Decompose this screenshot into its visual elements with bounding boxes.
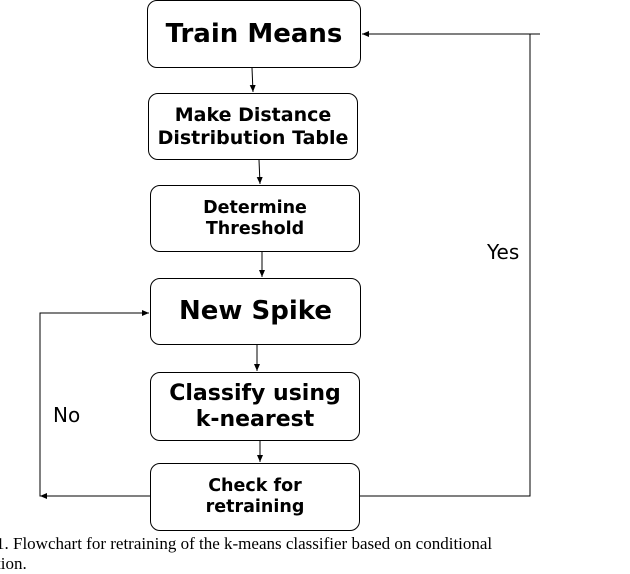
- caption-line-2: tion.: [0, 554, 27, 573]
- arrow-train-to-table: [249, 67, 256, 93]
- node-determine-threshold: Determine Threshold: [150, 185, 360, 252]
- node-classify-k-nearest: Classify using k-nearest: [150, 372, 360, 441]
- node-make-distance-table: Make Distance Distribution Table: [148, 93, 358, 160]
- node-new-spike: New Spike: [150, 278, 361, 345]
- caption-line-1: 1. Flowchart for retraining of the k-mea…: [0, 534, 493, 553]
- node-check-retraining: Check for retraining: [150, 463, 360, 531]
- yes-loop-line: [360, 33, 540, 497]
- arrow-table-to-threshold: [256, 159, 263, 185]
- edge-label-no: No: [53, 403, 81, 427]
- figure-caption: 1. Flowchart for retraining of the k-mea…: [0, 534, 630, 574]
- node-train-means: Train Means: [147, 0, 361, 68]
- edge-label-yes: Yes: [487, 240, 520, 264]
- no-loop-line: [39, 310, 150, 497]
